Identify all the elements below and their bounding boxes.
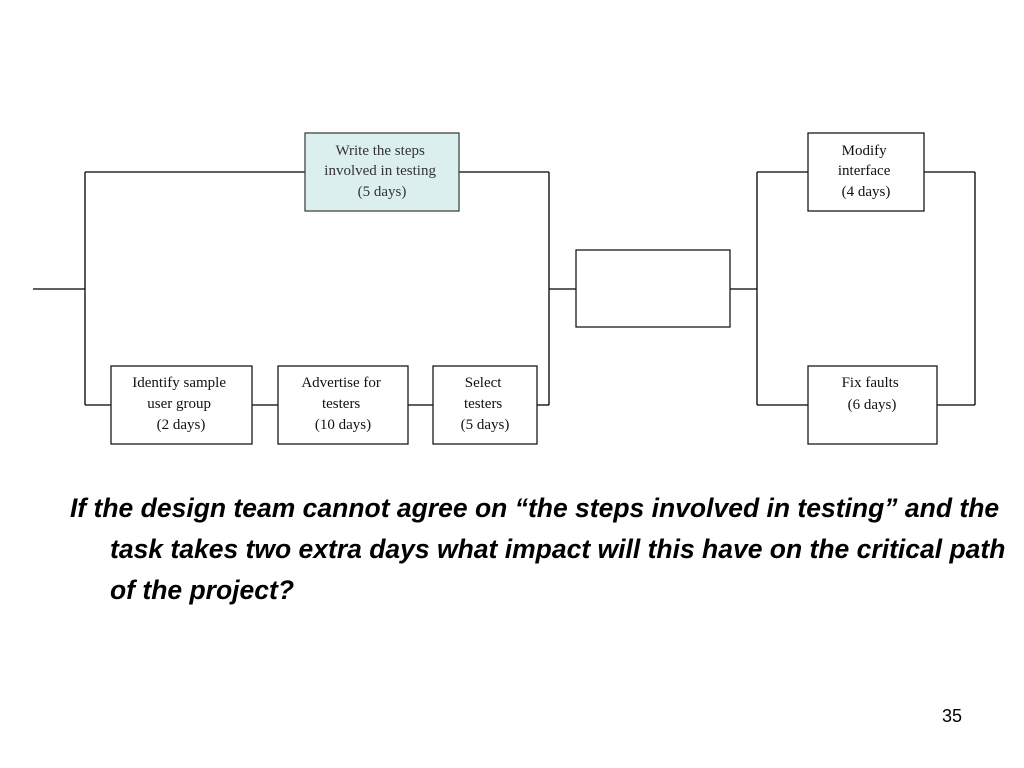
task-line: (6 days) [848,397,897,413]
task-line: (2 days) [157,417,206,433]
empty-task-box [575,249,731,328]
task-box [277,365,409,445]
task-identify-group: Identify sample user group (2 days) [110,365,253,445]
task-write-steps: Write the steps involved in testing (5 d… [304,132,460,212]
task-line: Identify sample [132,375,226,391]
slide-number: 35 [941,706,962,726]
task-line: (10 days) [315,417,371,433]
task-box [110,365,253,445]
task-label: Write the steps involved in testing (5 d… [324,143,439,200]
task-line: Advertise for [301,375,381,391]
task-modify-interface: Modify interface (4 days) [807,132,925,212]
task-empty [575,249,731,328]
task-select-testers: Select testers (5 days) [432,365,538,445]
task-advertise: Advertise for testers (10 days) [277,365,409,445]
task-line: Modify [842,143,888,159]
task-label: Advertise for testers (10 days) [301,375,384,433]
task-box [807,365,938,445]
task-box [807,132,925,212]
task-fix-faults: Fix faults (6 days) [807,365,938,445]
task-line: (5 days) [461,417,510,433]
task-label: Modify interface (4 days) [838,143,894,200]
question-text: If the design team cannot agree on “the … [70,493,1006,605]
task-line: Select [465,375,502,391]
network-diagram: Write the steps involved in testing (5 d… [33,132,976,445]
task-label: Select testers (5 days) [461,375,510,433]
task-line: Write the steps [335,143,425,159]
task-line: interface [838,163,891,179]
connector-lines [33,171,976,406]
task-line: Fix faults [842,375,899,391]
task-line: testers [322,396,360,412]
task-label: Fix faults (6 days) [842,375,903,413]
task-line: testers [464,396,502,412]
task-label: Identify sample user group (2 days) [132,375,229,433]
task-line: involved in testing [324,163,436,179]
task-line: user group [147,396,211,412]
task-box [432,365,538,445]
task-box [304,132,460,212]
task-line: (5 days) [358,184,407,200]
task-line: (4 days) [842,184,891,200]
